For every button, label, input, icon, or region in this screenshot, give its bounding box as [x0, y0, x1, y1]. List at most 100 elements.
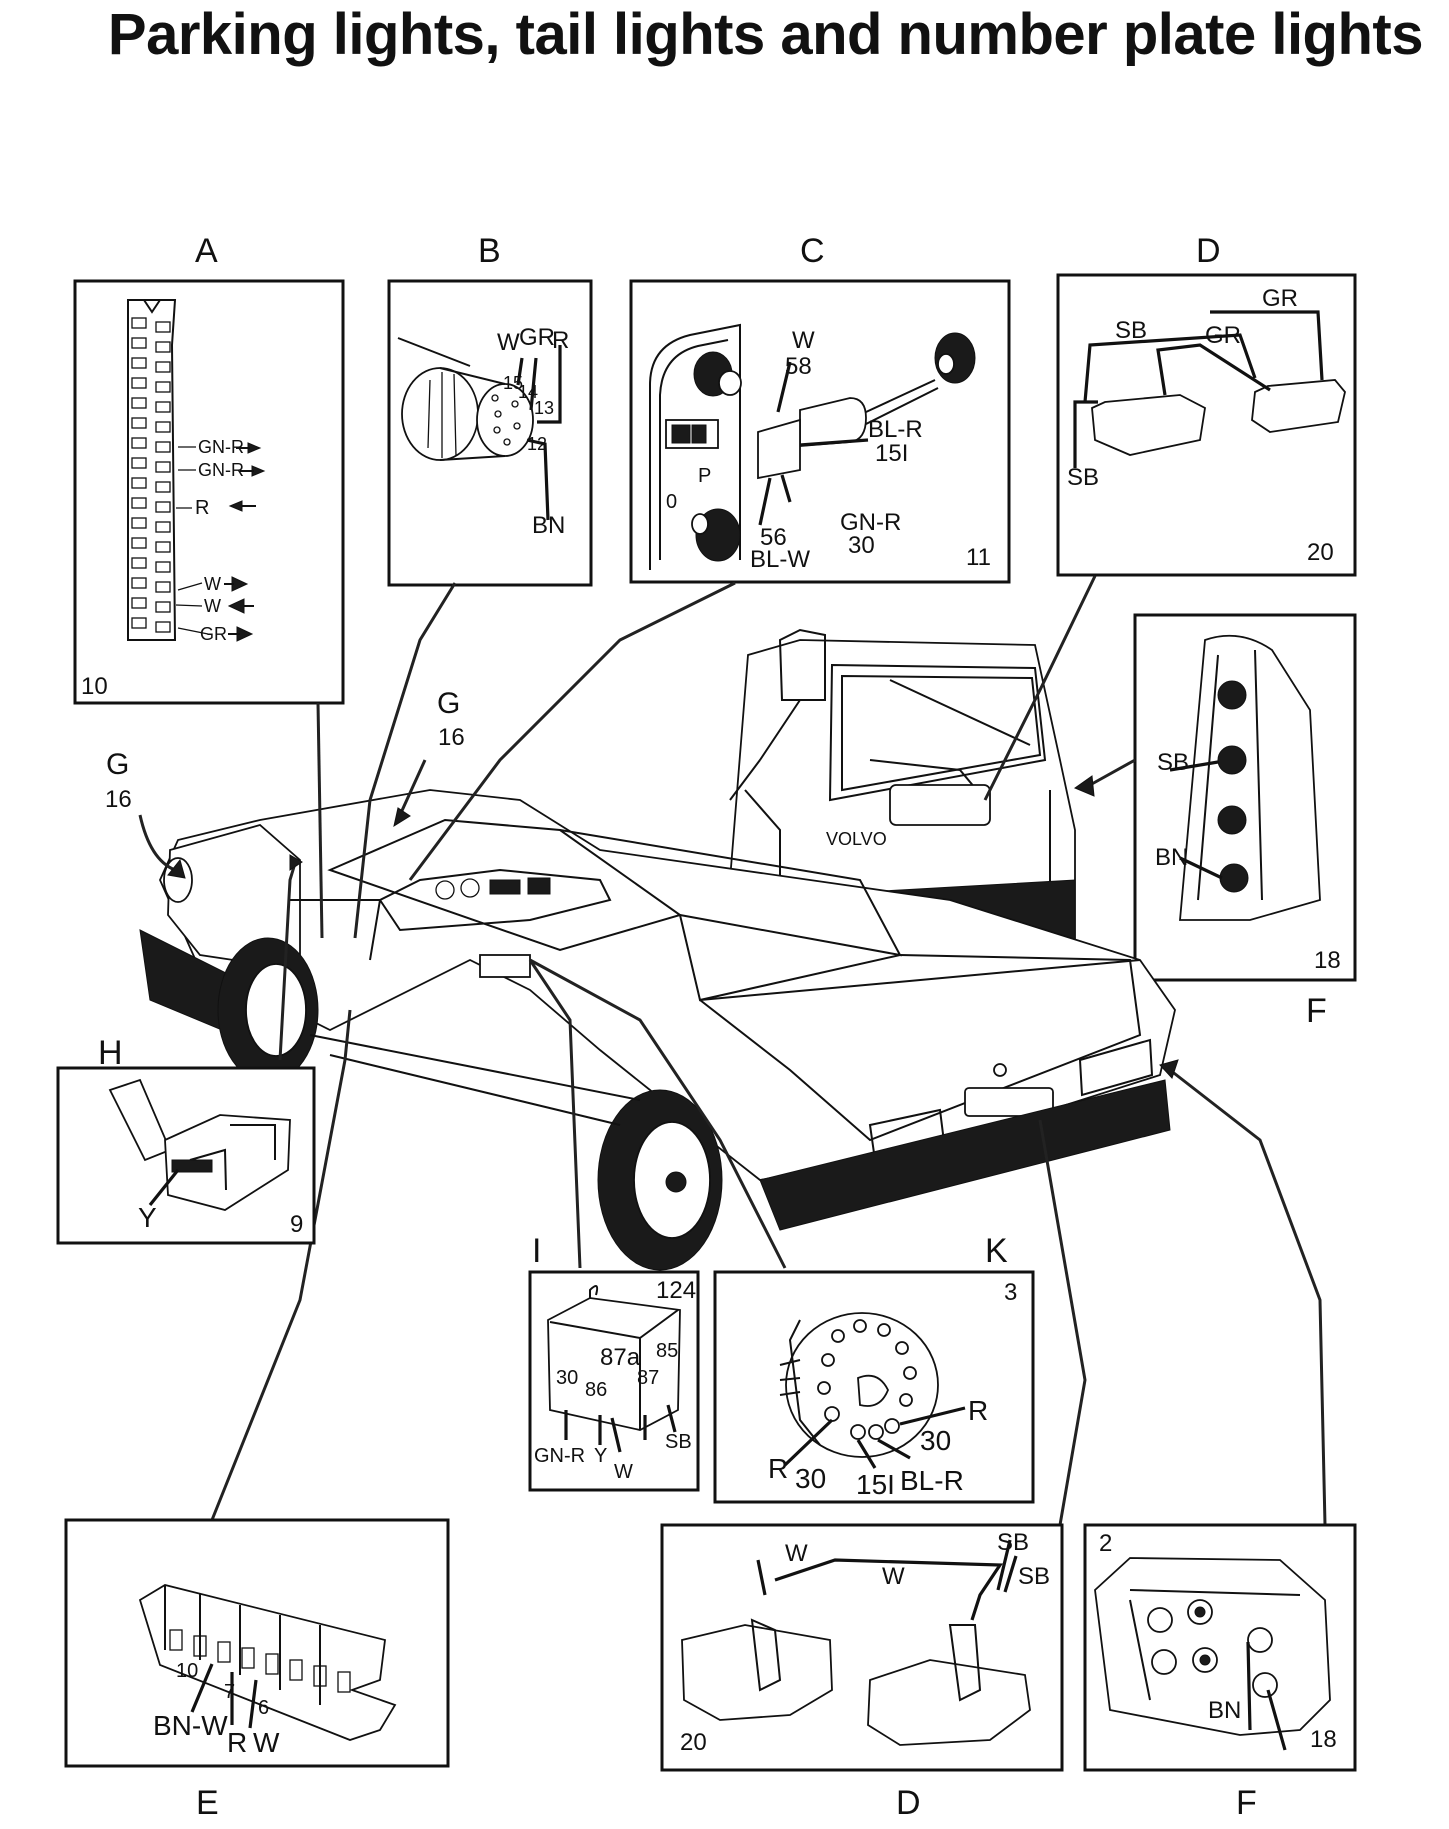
a-wire-3: R: [195, 497, 209, 519]
fuse-left: [131, 617, 147, 629]
i-wire-gn-r: GN-R: [534, 1445, 585, 1467]
c-number: 11: [966, 544, 991, 571]
fuse-right: [155, 361, 171, 373]
fuse-left: [131, 317, 147, 329]
g-mid-letter: G: [437, 687, 460, 720]
fuse-left: [131, 557, 147, 569]
section-letter-h: H: [98, 1034, 123, 1072]
fuse-right: [155, 621, 171, 633]
rear-bumper: [759, 1079, 1171, 1231]
b-wire-w: W: [497, 329, 520, 356]
sedan-illustration: [139, 789, 1176, 1271]
connector-pin: [337, 1671, 351, 1693]
fuse-right: [155, 461, 171, 473]
k-label-30-1: 30: [920, 1425, 951, 1456]
fuse-right: [155, 381, 171, 393]
fuse-left: [131, 337, 147, 349]
g-left-number: 16: [105, 786, 132, 813]
fuse-left: [131, 417, 147, 429]
i-term-87: 87: [637, 1367, 659, 1389]
fuse-left: [131, 577, 147, 589]
c-label-58: 58: [785, 353, 812, 380]
d-bottom-wire-sb-2: SB: [1018, 1563, 1050, 1590]
g-left-letter: G: [106, 748, 129, 781]
fuse-left: [131, 357, 147, 369]
connector-pin: [241, 1647, 255, 1669]
b-pin-12: 12: [527, 434, 547, 454]
fuse-left: [131, 437, 147, 449]
fuse-right: [155, 521, 171, 533]
f-bottom-number: 18: [1310, 1726, 1337, 1753]
k-label-r-1: R: [968, 1395, 988, 1426]
fuse-right: [155, 581, 171, 593]
fuse-right: [155, 601, 171, 613]
panel-h: Y 9: [56, 1066, 316, 1245]
i-number: 124: [656, 1277, 696, 1304]
panel-i: 85 87a 87 86 30 GN-R Y W SB 124: [528, 1270, 700, 1492]
section-letter-e: E: [196, 1784, 219, 1822]
b-wire-gr: GR: [519, 324, 555, 351]
d-bottom-number: 20: [680, 1729, 707, 1756]
panel-d-top: SB GR GR SB 20: [1056, 273, 1357, 577]
b-wire-bn: BN: [532, 512, 565, 539]
e-wire-w: W: [253, 1727, 280, 1758]
switch-knob: [401, 367, 479, 461]
connector-pin: [289, 1659, 303, 1681]
fuse-rows: [131, 317, 171, 633]
d-top-wire-sb-1: SB: [1115, 317, 1147, 344]
fuse-right: [155, 441, 171, 453]
h-number: 9: [290, 1211, 303, 1238]
number-plate: [964, 1087, 1054, 1117]
fuse-right: [155, 561, 171, 573]
fuse-left: [131, 497, 147, 509]
section-letter-d-bottom: D: [896, 1784, 921, 1822]
a-number: 10: [81, 673, 108, 700]
svg-text:P: P: [698, 465, 711, 487]
section-letter-k: K: [985, 1232, 1008, 1270]
fuse-left: [131, 377, 147, 389]
d-top-number: 20: [1307, 539, 1334, 566]
fuse-right: [155, 401, 171, 413]
e-pin-7: 7: [224, 1681, 235, 1703]
connector-pin: [169, 1629, 183, 1651]
i-term-87a: 87a: [600, 1344, 641, 1371]
a-wire-4: W: [204, 574, 221, 594]
b-pin-14: 14: [518, 382, 538, 402]
fuse-right: [155, 541, 171, 553]
i-wire-sb: SB: [665, 1431, 692, 1453]
section-letter-f-top: F: [1306, 992, 1327, 1030]
a-wire-2: GN-R: [198, 460, 244, 480]
a-wire-1: GN-R: [198, 437, 244, 457]
estate-badge: VOLVO: [826, 829, 887, 849]
section-letter-i: I: [532, 1232, 541, 1270]
fuse-left: [131, 537, 147, 549]
c-label-0: 0: [666, 491, 677, 513]
fuse-left: [131, 517, 147, 529]
c-label-bl-r: BL-R: [868, 416, 923, 443]
k-label-bl-r: BL-R: [900, 1465, 964, 1496]
g-mid-number: 16: [438, 724, 465, 751]
i-wire-w: W: [614, 1461, 633, 1483]
panel-a-frame: [73, 279, 345, 705]
i-term-85: 85: [656, 1340, 678, 1362]
f-top-wire-sb: SB: [1157, 749, 1189, 776]
c-label-15i: 15I: [875, 440, 908, 467]
fuse-left: [131, 477, 147, 489]
panel-a-wires: [175, 442, 266, 642]
panel-a: GN-R GN-R R W W GR 10: [73, 279, 345, 705]
d-top-wire-gr-1: GR: [1205, 322, 1241, 349]
f-top-wire-bn: BN: [1155, 844, 1188, 871]
i-wire-y: Y: [594, 1445, 607, 1467]
e-pin-10: 10: [176, 1660, 198, 1682]
fuse-right: [155, 341, 171, 353]
fuse-right: [155, 481, 171, 493]
connector-pin: [265, 1653, 279, 1675]
fuse-right: [155, 321, 171, 333]
f-top-number: 18: [1314, 947, 1341, 974]
e-pin-6: 6: [258, 1697, 269, 1719]
fuse-left: [131, 457, 147, 469]
panel-f-top: SB BN 18: [1133, 613, 1357, 982]
b-wire-r: R: [552, 327, 569, 354]
e-wire-bn-w: BN-W: [153, 1710, 228, 1741]
i-term-30: 30: [556, 1367, 578, 1389]
